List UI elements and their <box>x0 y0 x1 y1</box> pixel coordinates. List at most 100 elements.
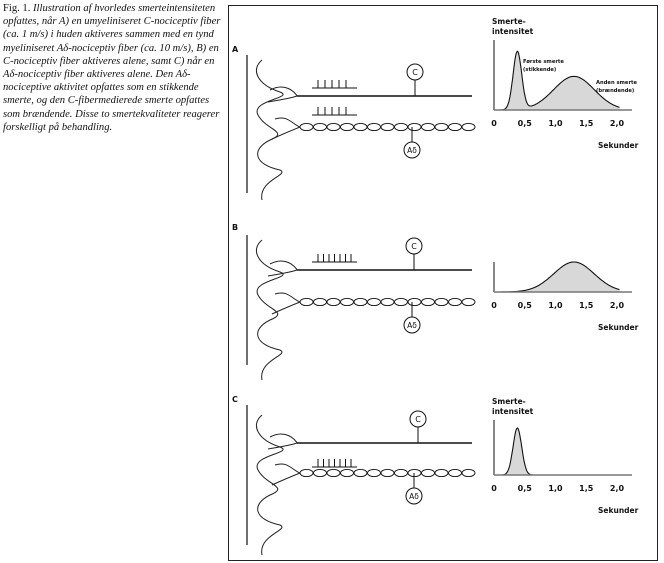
y-axis-label-line1: Smerte- <box>492 397 526 406</box>
myelin-segment <box>326 122 341 132</box>
x-tick-label: 0 <box>491 301 497 310</box>
myelin-segment <box>299 297 314 307</box>
panel-a: A C Aδ <box>232 45 476 201</box>
x-tick-label: 0,5 <box>518 119 533 128</box>
myelin-segment <box>340 122 354 132</box>
myelin-segment <box>367 468 381 478</box>
ad-electrode-circle <box>403 316 421 334</box>
c-fiber-label: C <box>415 415 421 424</box>
y-axis-label-line1: Smerte- <box>492 17 526 26</box>
annotation-line1: Anden smerte <box>596 80 637 86</box>
panel-c: C C Aδ <box>232 395 476 556</box>
myelin-segment <box>313 468 327 478</box>
myelin-segment <box>326 468 341 478</box>
ad-fiber-label: Aδ <box>407 321 417 330</box>
c-electrode-circle <box>406 63 424 81</box>
c-electrode-circle <box>409 410 427 428</box>
ad-fiber-label: Aδ <box>407 146 417 155</box>
nerve-branches <box>267 433 301 486</box>
x-tick-label: 1,0 <box>548 119 563 128</box>
myelin-segment <box>340 468 354 478</box>
myelin-segment <box>394 122 408 132</box>
area-fill <box>494 262 621 292</box>
area-fill <box>494 51 621 110</box>
x-tick-label: 1,0 <box>548 301 563 310</box>
c-electrode-circle <box>405 237 423 255</box>
myelin-segment <box>448 297 462 307</box>
x-tick-label: 0 <box>491 119 497 128</box>
area-fill <box>494 428 621 475</box>
myelin-segment <box>407 122 422 132</box>
x-axis-label: Sekunder <box>598 323 639 332</box>
myelin-segment <box>448 468 462 478</box>
myelin-segment <box>380 468 395 478</box>
annotation-line2: (brændende) <box>596 88 634 94</box>
myelin-segment <box>421 297 435 307</box>
myelin-segment <box>434 297 449 307</box>
myelin-segment <box>461 468 476 478</box>
x-tick-label: 1,5 <box>579 301 594 310</box>
figure-caption: Fig. 1. Illustration af hvorledes smerte… <box>3 2 225 134</box>
myelin-segment <box>313 122 327 132</box>
ad-electrode-circle <box>403 141 421 159</box>
x-tick-label: 2,0 <box>610 119 625 128</box>
myelin-segment <box>353 297 368 307</box>
myelin-segment <box>461 297 476 307</box>
myelin-segment <box>367 297 381 307</box>
caption-text: Illustration af hvorledes smerteintensit… <box>3 3 221 133</box>
annotation-line1: Første smerte <box>523 59 564 65</box>
myelin-segment <box>380 297 395 307</box>
spike-train <box>312 254 357 263</box>
y-axis-label-line2: intensitet <box>492 27 534 36</box>
x-tick-label: 0,5 <box>518 301 533 310</box>
x-tick-label: 1,5 <box>579 119 594 128</box>
myelin-segment <box>313 297 327 307</box>
myelin-segment <box>299 468 314 478</box>
figure-frame <box>228 5 658 561</box>
myelin-segment <box>448 122 462 132</box>
myelin-segment <box>340 297 354 307</box>
x-axis-label: Sekunder <box>598 506 639 515</box>
c-fiber-label: C <box>412 68 418 77</box>
myelin-segment <box>353 122 368 132</box>
myelin-segment <box>461 122 476 132</box>
myelin-segment <box>421 468 435 478</box>
ad-electrode-circle <box>405 487 423 505</box>
nerve-branches <box>267 86 301 140</box>
nerve-ending-wavy <box>256 239 284 381</box>
panel-b: B C Aδ <box>232 223 476 381</box>
panel-label: C <box>232 395 238 404</box>
y-axis-label-line2: intensitet <box>492 407 534 416</box>
myelin-segment <box>407 297 422 307</box>
x-tick-label: 1,5 <box>579 484 594 493</box>
myelin-segment <box>394 297 408 307</box>
x-tick-label: 2,0 <box>610 484 625 493</box>
annotation-line2: (stikkende) <box>523 67 556 73</box>
myelin-segment <box>394 468 408 478</box>
x-tick-label: 0 <box>491 484 497 493</box>
nerve-ending-wavy <box>256 414 284 556</box>
spike-train <box>312 459 357 468</box>
x-tick-label: 0,5 <box>518 484 533 493</box>
myelin-segment <box>299 122 314 132</box>
nerve-ending-wavy <box>256 59 284 201</box>
c-fiber-label: C <box>411 242 417 251</box>
myelin-segment <box>421 122 435 132</box>
intensity-curve <box>494 50 620 111</box>
spike-train <box>312 107 357 116</box>
x-axis-label: Sekunder <box>598 141 639 150</box>
caption-label: Fig. 1. <box>3 3 31 14</box>
panel-label: B <box>232 223 238 232</box>
myelin-segment <box>380 122 395 132</box>
x-tick-label: 2,0 <box>610 301 625 310</box>
panel-label: A <box>232 45 239 54</box>
myelin-segment <box>367 122 381 132</box>
x-tick-label: 1,0 <box>548 484 563 493</box>
ad-fiber-label: Aδ <box>409 492 419 501</box>
